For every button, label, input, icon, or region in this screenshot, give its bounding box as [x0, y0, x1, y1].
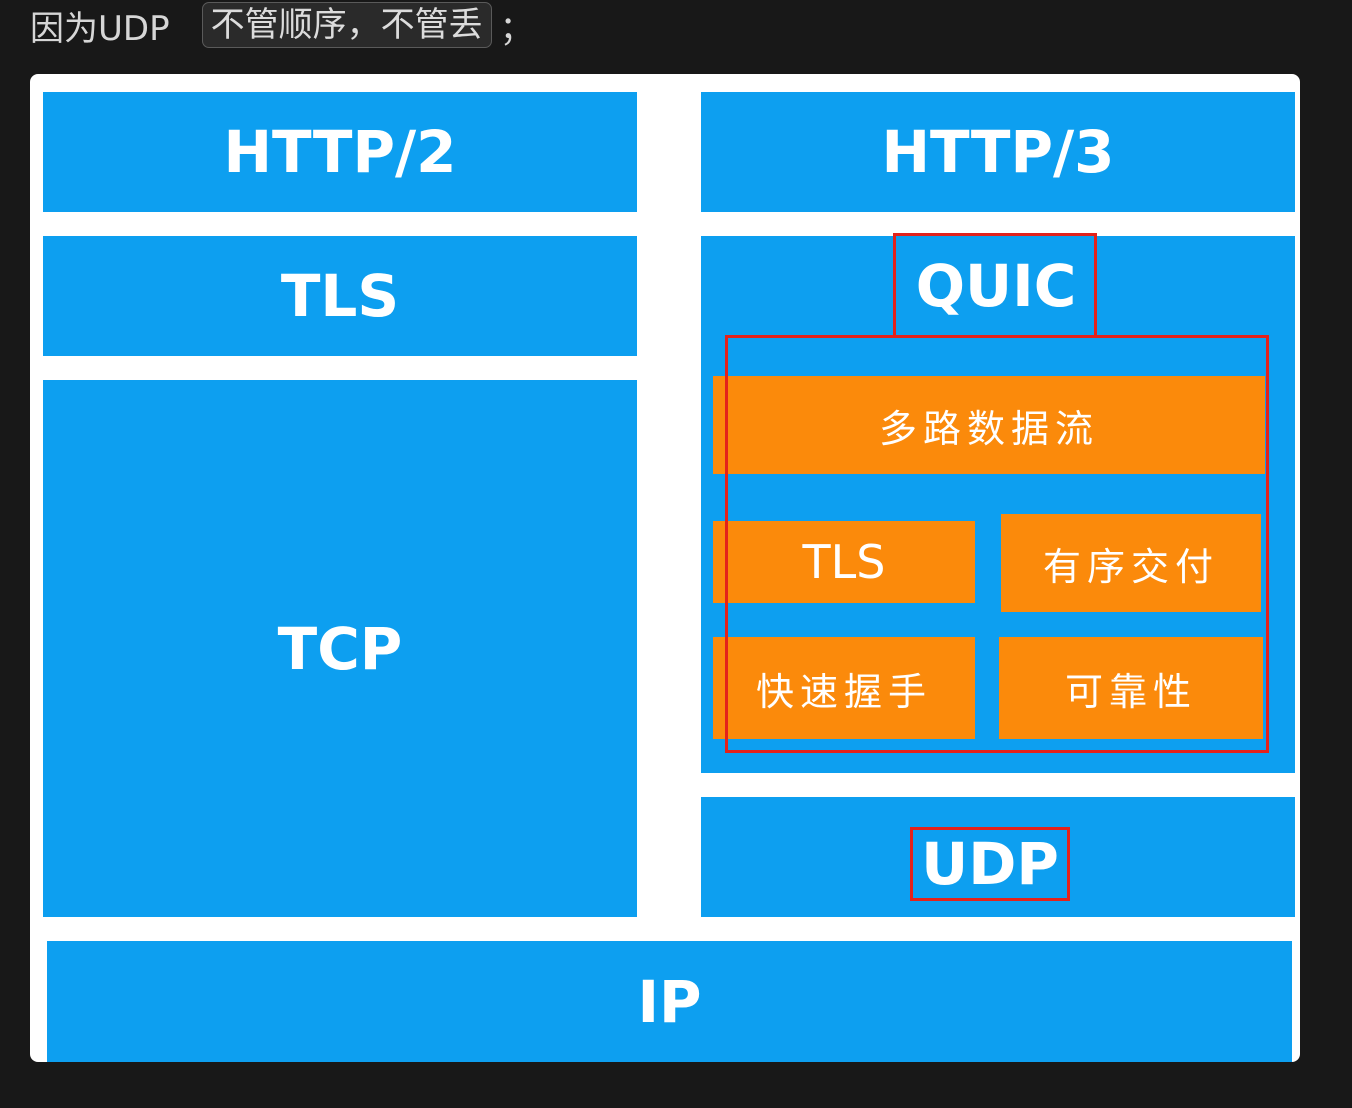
udp-label: UDP: [921, 830, 1059, 898]
inline-code: 不管顺序，不管丢: [201, 2, 492, 48]
layer-tcp: TCP: [43, 380, 637, 917]
layer-http3: HTTP/3: [701, 92, 1295, 212]
protocol-stack-diagram: HTTP/2 TLS TCP HTTP/3 QUIC 多路数据流 TLS 有序交…: [30, 74, 1300, 1062]
caption-text: 因为UDP: [30, 8, 170, 49]
layer-udp: [701, 797, 1295, 917]
feature-tls: TLS: [713, 521, 975, 603]
feature-fast-handshake: 快速握手: [713, 637, 975, 739]
feature-ordered-delivery: 有序交付: [1001, 514, 1261, 612]
caption-suffix: ；: [499, 8, 534, 49]
caption-line: 因为UDP 不管顺序，不管丢 ；: [30, 0, 534, 50]
quic-label: QUIC: [915, 252, 1077, 320]
layer-ip: IP: [47, 941, 1292, 1062]
layer-http2: HTTP/2: [43, 92, 637, 212]
feature-multiplex-streams: 多路数据流: [713, 376, 1265, 474]
layer-tls-left: TLS: [43, 236, 637, 356]
feature-reliability: 可靠性: [999, 637, 1263, 739]
